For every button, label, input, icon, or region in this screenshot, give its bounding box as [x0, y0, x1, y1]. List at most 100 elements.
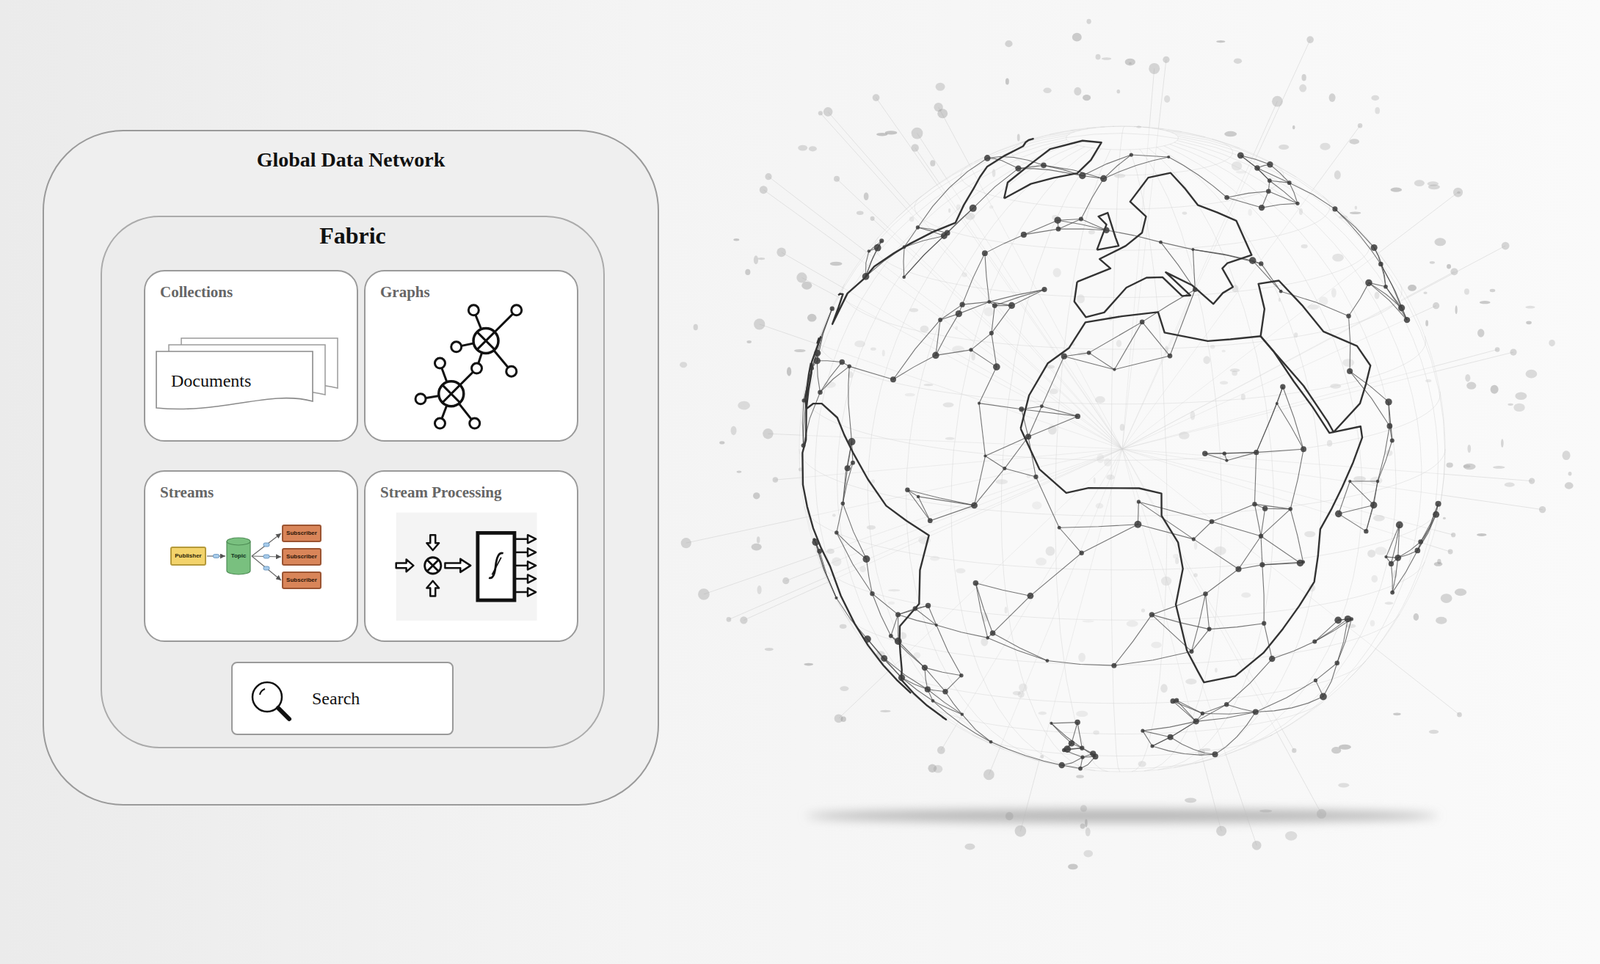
network-mesh — [891, 615, 899, 637]
scatter-dots — [1428, 730, 1439, 735]
network-mesh — [1390, 524, 1399, 564]
network-mesh — [1057, 220, 1107, 231]
graph-vertex — [471, 363, 483, 374]
node-label: Search — [311, 688, 360, 710]
radial-lines — [827, 111, 1123, 450]
network-nodes — [1335, 510, 1343, 519]
scatter-dots — [757, 585, 762, 595]
radial-lines — [681, 35, 1547, 850]
network-mesh — [891, 636, 925, 668]
network-mesh — [1064, 749, 1068, 751]
radial-lines — [726, 617, 732, 623]
radial-lines — [838, 449, 1123, 719]
network-mesh — [940, 314, 959, 320]
graph-vertex — [468, 305, 479, 316]
radial-lines — [1122, 449, 1222, 832]
network-mesh — [1385, 286, 1402, 309]
scatter-dots — [1085, 827, 1091, 837]
radial-lines — [823, 107, 834, 117]
radial-lines — [703, 449, 1123, 595]
network-mesh — [898, 609, 916, 616]
network-nodes — [1166, 155, 1170, 159]
radial-lines — [983, 769, 995, 781]
network-mesh — [1051, 723, 1082, 749]
input-arrow — [426, 535, 439, 551]
scatter-dots — [955, 568, 966, 574]
scatter-dots — [1214, 667, 1218, 673]
network-nodes — [1252, 502, 1257, 507]
radial-lines — [1271, 96, 1283, 108]
scatter-dots — [1318, 296, 1328, 307]
radial-lines — [915, 148, 1123, 450]
scatter-dots — [1141, 608, 1145, 613]
radial-lines — [786, 449, 1123, 582]
network-mesh — [1314, 619, 1352, 643]
publisher-box: Publisher — [170, 546, 207, 566]
scatter-dots — [1095, 503, 1104, 509]
graph-hub — [477, 332, 495, 351]
scatter-dots — [1088, 229, 1096, 235]
feature-card: Graphs — [364, 270, 579, 442]
network-nodes — [1279, 289, 1283, 294]
network-mesh — [1142, 721, 1197, 732]
graph-hub — [473, 328, 499, 354]
subscriber-box: Subscriber — [281, 548, 322, 566]
scatter-dots — [980, 637, 988, 647]
scatter-dots — [863, 192, 869, 201]
network-mesh — [987, 633, 994, 638]
network-mesh — [1271, 642, 1315, 660]
scatter-dots — [856, 211, 864, 216]
network-mesh — [904, 235, 945, 277]
scatter-dots — [764, 648, 774, 652]
network-mesh — [1196, 711, 1256, 722]
network-nodes — [1370, 502, 1377, 509]
radial-lines — [1122, 245, 1506, 450]
network-mesh — [836, 598, 868, 640]
network-nodes — [1268, 656, 1276, 663]
scatter-dots — [847, 371, 854, 378]
network-nodes — [971, 502, 978, 509]
network-mesh — [813, 539, 836, 599]
network-mesh — [1028, 416, 1078, 437]
network-mesh — [842, 468, 847, 504]
output-arrow — [514, 551, 528, 555]
network-mesh — [962, 301, 990, 305]
network-nodes — [1167, 734, 1174, 741]
network-mesh — [1389, 426, 1392, 442]
scatter-dots — [1231, 161, 1242, 172]
network-mesh — [841, 362, 850, 367]
network-nodes — [1079, 746, 1085, 751]
network-nodes — [1078, 172, 1086, 180]
scatter-dots — [1182, 211, 1188, 215]
globe-sphere — [799, 126, 1446, 773]
network-mesh — [1205, 569, 1239, 595]
network-nodes — [1398, 304, 1405, 312]
scatter-dots — [1353, 476, 1366, 483]
network-mesh — [1388, 402, 1393, 442]
scatter-dots — [1299, 208, 1303, 216]
network-nodes — [1349, 617, 1354, 621]
network-mesh — [1254, 504, 1261, 537]
network-nodes — [1275, 402, 1279, 406]
radial-lines — [776, 248, 787, 258]
network-mesh — [991, 306, 995, 334]
radial-lines — [796, 272, 807, 283]
search-icon — [259, 689, 265, 696]
network-nodes — [801, 398, 806, 403]
network-nodes — [1133, 521, 1142, 529]
network-nodes — [1254, 165, 1260, 171]
radial-lines — [1216, 826, 1227, 837]
network-nodes — [813, 350, 821, 357]
radial-lines — [937, 746, 946, 755]
network-nodes — [1346, 314, 1351, 319]
scatter-dots — [1120, 424, 1125, 431]
scatter-dots — [1103, 457, 1112, 467]
integral-sign — [488, 553, 503, 579]
scatter-dots — [1442, 517, 1446, 520]
network-mesh — [1152, 737, 1171, 747]
scatter-dots — [1479, 300, 1491, 304]
network-mesh — [1137, 502, 1139, 525]
network-mesh — [1192, 249, 1195, 290]
pubsub-arrow — [251, 556, 282, 558]
network-mesh — [1082, 756, 1096, 758]
